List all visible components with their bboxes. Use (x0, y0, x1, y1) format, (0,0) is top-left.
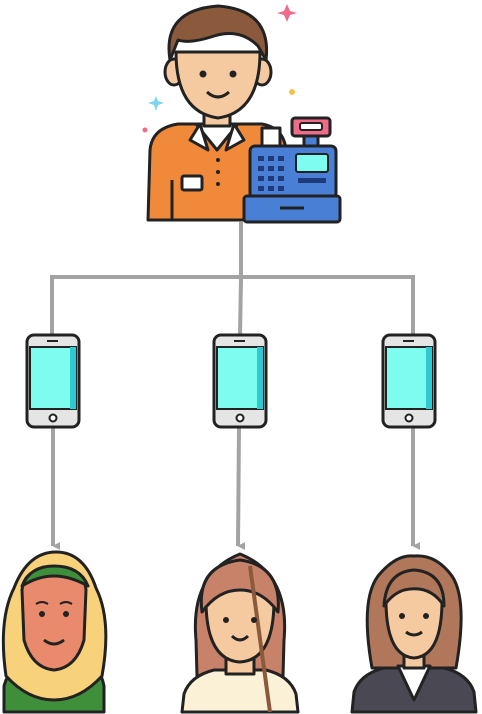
sparkle-icon (142, 4, 297, 133)
woman-hijab-avatar-icon (1, 550, 108, 714)
cashier-with-cash-register-icon (146, 4, 342, 224)
woman-long-hair-avatar-icon (180, 552, 300, 714)
smartphone-icon (381, 333, 437, 429)
arrow-middle (236, 427, 246, 551)
connectors (50, 222, 421, 551)
branch-bar (50, 275, 415, 336)
branch-middle-line (238, 277, 243, 337)
businesswoman-avatar-icon (350, 554, 478, 714)
smartphone-icon (25, 333, 81, 429)
smartphone-icon (212, 333, 268, 429)
